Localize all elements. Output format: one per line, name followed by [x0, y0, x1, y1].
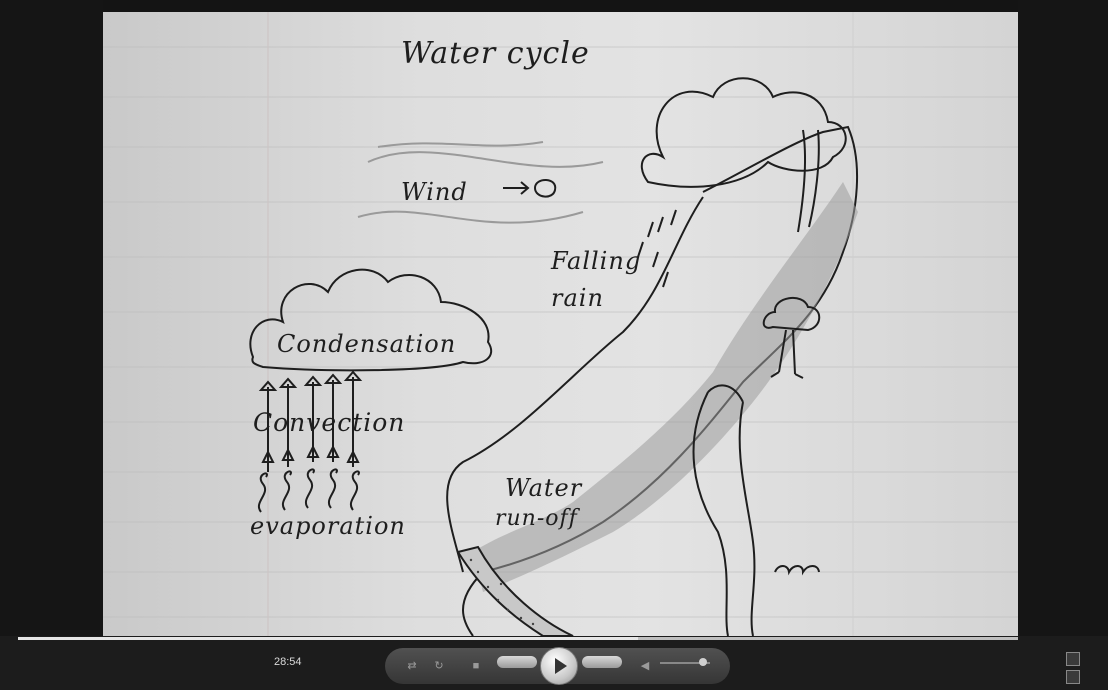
label-condensation: Condensation [277, 330, 456, 358]
switch-to-library-icon[interactable] [1066, 652, 1080, 666]
letterbox-right [1018, 0, 1108, 690]
drawing-title: Water cycle [401, 36, 590, 71]
play-icon [555, 658, 567, 674]
volume-slider-thumb[interactable] [699, 658, 707, 666]
stop-icon[interactable]: ■ [469, 659, 483, 673]
shuffle-icon[interactable]: ⇄ [405, 659, 419, 673]
label-water: Water [505, 474, 582, 502]
elapsed-time: 28:54 [274, 656, 302, 668]
seek-bar[interactable] [18, 637, 1018, 640]
label-evaporation: evaporation [250, 512, 406, 540]
wind-streaks [358, 142, 603, 223]
repeat-icon[interactable]: ↻ [432, 659, 446, 673]
evaporation-squiggles [259, 469, 359, 512]
letterbox-top [0, 0, 1108, 12]
label-rain: rain [551, 284, 604, 312]
next-button[interactable] [582, 656, 622, 668]
volume-icon[interactable]: ◀ [638, 659, 652, 673]
water-cycle-sketch [103, 12, 1018, 636]
label-wind: Wind [401, 178, 468, 206]
label-convection: Convection [253, 408, 405, 437]
label-runoff: run-off [495, 506, 578, 531]
seek-bar-fill [18, 637, 638, 640]
label-falling: Falling [551, 247, 641, 275]
video-area[interactable]: Water cycle Wind Falling rain Condensati… [0, 0, 1108, 636]
fullscreen-icon[interactable] [1066, 670, 1080, 684]
notebook-drawing: Water cycle Wind Falling rain Condensati… [103, 12, 1018, 636]
previous-button[interactable] [497, 656, 537, 668]
letterbox-left [0, 0, 103, 690]
play-button[interactable] [540, 647, 578, 685]
